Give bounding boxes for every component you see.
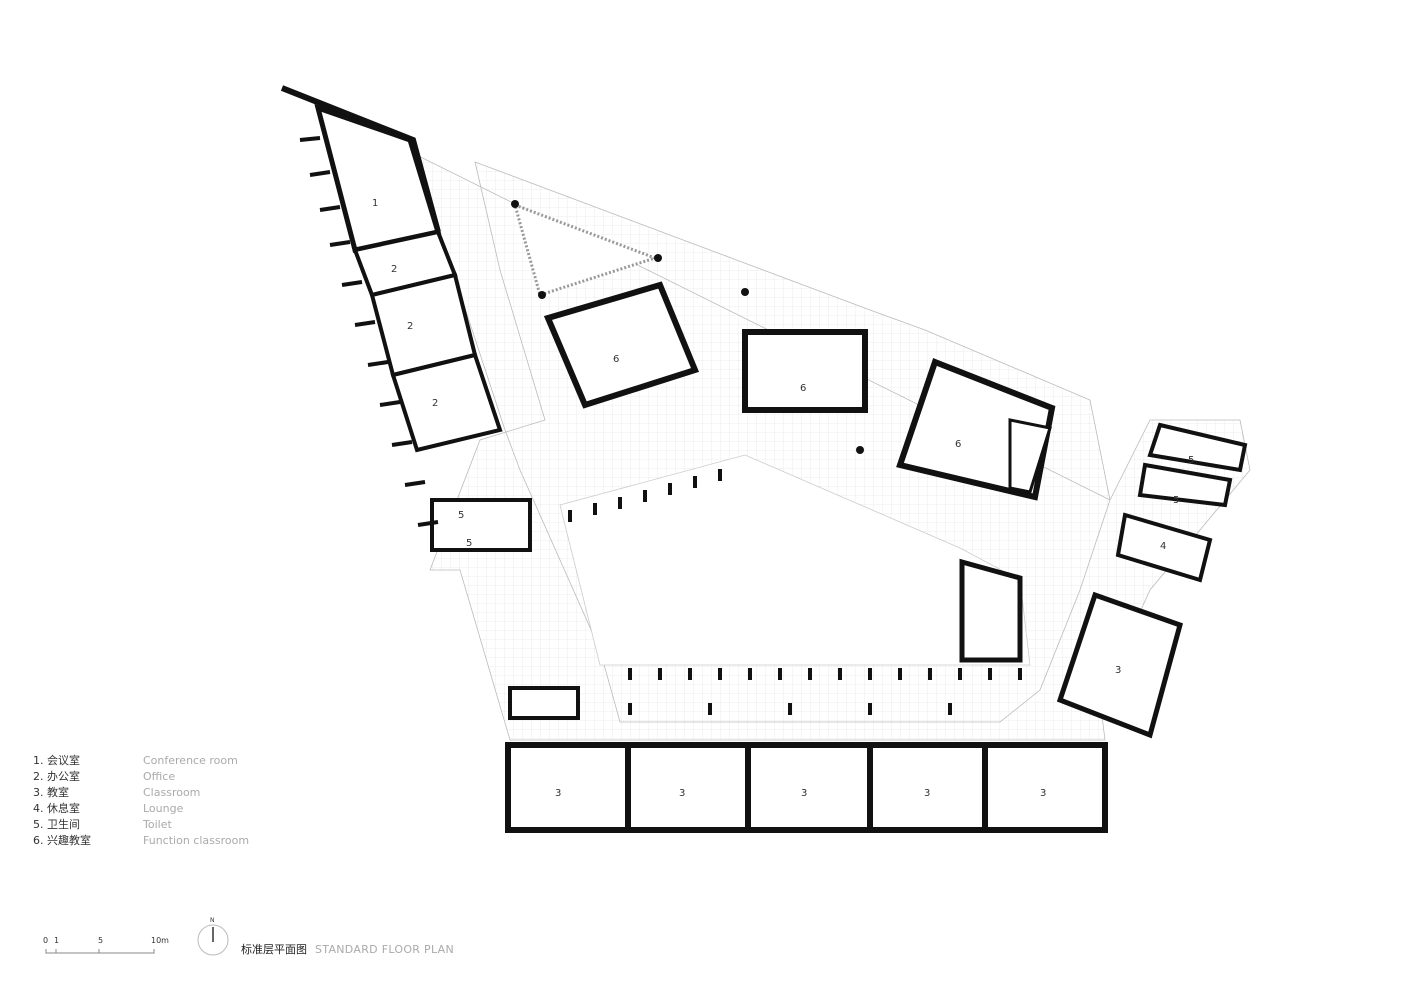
legend-en: Office — [143, 770, 176, 783]
room-label: 3 — [555, 788, 561, 799]
legend-en: Function classroom — [143, 834, 250, 847]
scale-tick: 10m — [151, 936, 169, 945]
title-en: STANDARD FLOOR PLAN — [315, 943, 454, 956]
room-label: 3 — [1040, 788, 1046, 799]
legend-cn: 兴趣教室 — [47, 834, 91, 847]
room-labels: 1 2 2 2 6 6 6 5 5 5 5 4 3 3 3 3 3 3 — [372, 198, 1194, 799]
legend-cn: 卫生间 — [47, 818, 80, 831]
legend-item: 4. 休息室 Lounge — [33, 801, 249, 817]
legend-en: Lounge — [143, 802, 184, 815]
legend-item: 2. 办公室 Office — [33, 769, 249, 785]
room-label: 6 — [955, 439, 961, 450]
scale-tick: 5 — [98, 936, 103, 945]
room-label: 2 — [391, 264, 397, 275]
room-label: 6 — [613, 354, 619, 365]
legend-num: 5. — [33, 818, 44, 831]
scale-tick: 1 — [54, 936, 59, 945]
legend-num: 3. — [33, 786, 44, 799]
legend-cn: 休息室 — [47, 802, 80, 815]
legend-cn: 办公室 — [47, 770, 80, 783]
room-label: 3 — [924, 788, 930, 799]
room-label: 4 — [1160, 541, 1166, 552]
scale-bar — [45, 949, 155, 954]
legend-item: 6. 兴趣教室 Function classroom — [33, 833, 249, 849]
room-label: 3 — [801, 788, 807, 799]
room-label: 2 — [432, 398, 438, 409]
legend-num: 4. — [33, 802, 44, 815]
legend-cn: 教室 — [47, 786, 69, 799]
room-label: 3 — [679, 788, 685, 799]
north-arrow: N — [197, 917, 229, 956]
room-label: 6 — [800, 383, 806, 394]
room-label: 5 — [1188, 455, 1194, 466]
north-label: N — [210, 917, 215, 924]
legend-item: 1. 会议室 Conference room — [33, 753, 249, 769]
facade-fins — [299, 136, 439, 527]
walls — [280, 85, 1248, 833]
legend-num: 1. — [33, 754, 44, 767]
courtyard-columns — [568, 469, 1022, 715]
room-label: 2 — [407, 321, 413, 332]
round-columns — [511, 200, 864, 454]
legend-item: 3. 教室 Classroom — [33, 785, 249, 801]
scale-labels: 0 1 5 10m — [43, 936, 169, 945]
room-label: 1 — [372, 198, 378, 209]
legend-en: Toilet — [143, 818, 172, 831]
legend-en: Conference room — [143, 754, 238, 767]
legend-num: 2. — [33, 770, 44, 783]
scale-tick: 0 — [43, 936, 48, 945]
room-label: 5 — [458, 510, 464, 521]
room-label: 5 — [466, 538, 472, 549]
legend-item: 5. 卫生间 Toilet — [33, 817, 249, 833]
legend-num: 6. — [33, 834, 44, 847]
room-label: 3 — [1115, 665, 1121, 676]
legend-cn: 会议室 — [47, 754, 80, 767]
plan-title: 标准层平面图 STANDARD FLOOR PLAN — [241, 941, 454, 957]
legend-en: Classroom — [143, 786, 201, 799]
triangle-planter — [512, 202, 660, 297]
room-label: 5 — [1173, 495, 1179, 506]
title-cn: 标准层平面图 — [241, 943, 307, 956]
legend: 1. 会议室 Conference room 2. 办公室 Office 3. 教室… — [33, 753, 249, 849]
